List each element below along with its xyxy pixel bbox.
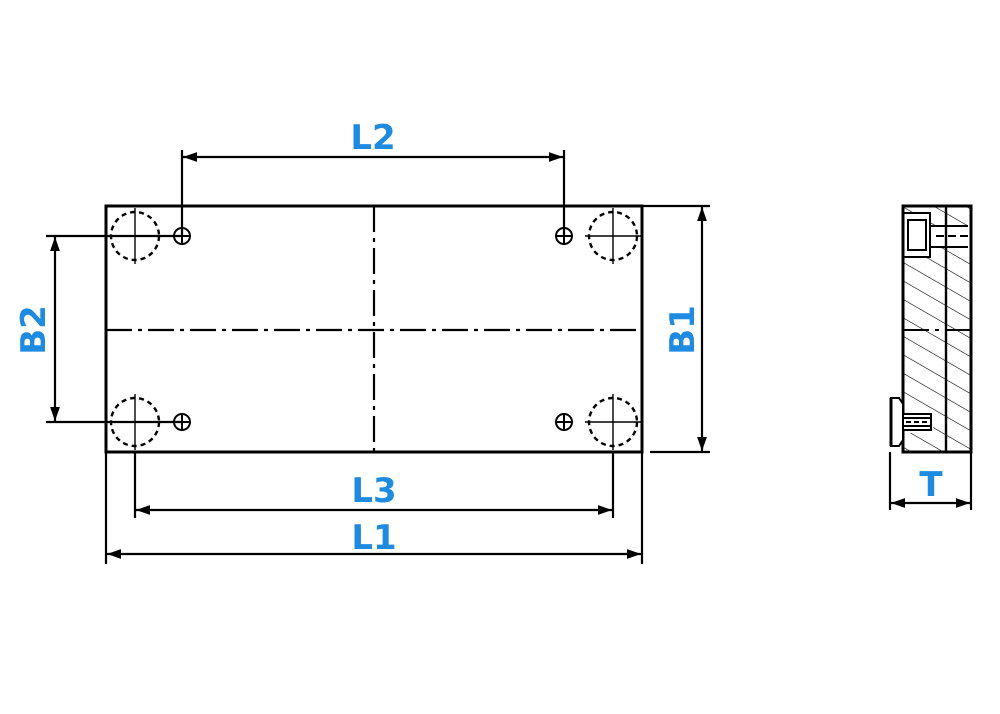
- label-l1: L1: [351, 518, 396, 558]
- side-screw-top: [902, 212, 968, 258]
- label-l3: L3: [351, 471, 396, 511]
- label-b2: B2: [14, 305, 54, 355]
- label-b1: B1: [663, 305, 703, 355]
- label-t: T: [919, 465, 943, 505]
- label-l2: L2: [350, 118, 395, 158]
- front-view: [104, 204, 644, 454]
- dimension-labels: L2 L3 L1 T B1 B2: [14, 118, 943, 558]
- side-screw-bottom: [889, 397, 932, 447]
- side-view: [889, 204, 973, 454]
- dimension-lines: [46, 150, 973, 564]
